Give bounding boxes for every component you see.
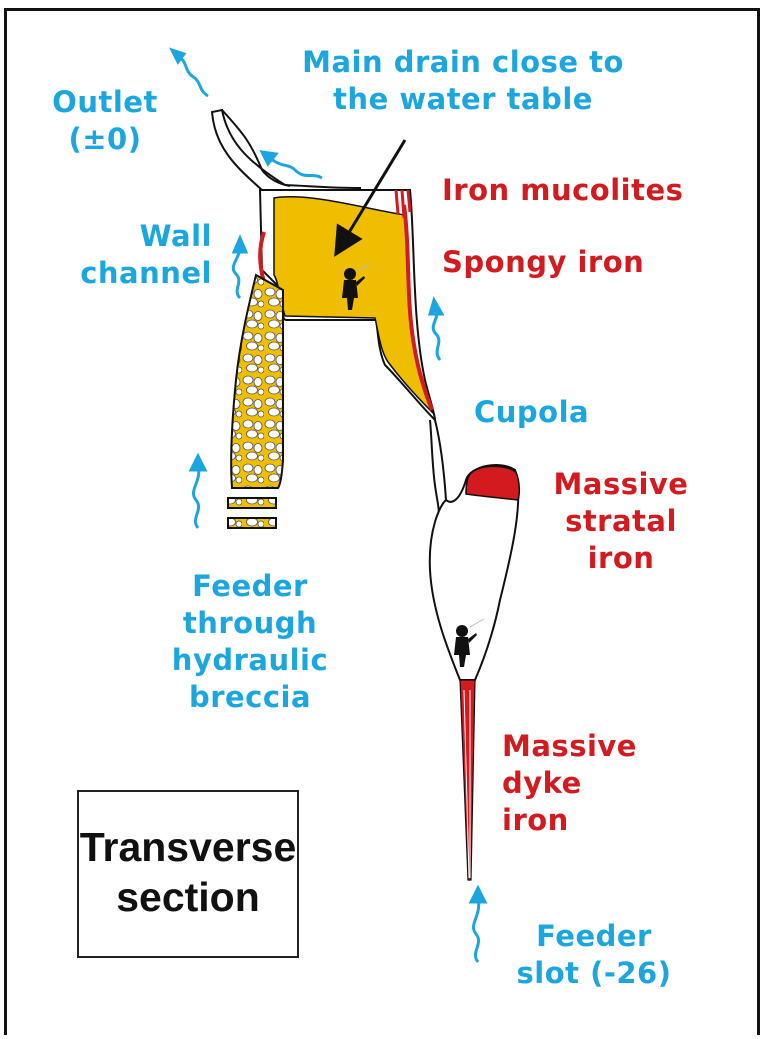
breccia-block-2 [228, 518, 276, 528]
label-wall-channel: Wall channel [50, 218, 212, 292]
label-spongy-iron: Spongy iron [442, 244, 644, 281]
label-massive-dyke-iron: Massive dyke iron [502, 728, 637, 839]
cupola-passage-left [435, 420, 446, 500]
label-massive-stratal-iron: Massive stratal iron [536, 466, 706, 577]
label-outlet: Outlet (±0) [40, 84, 170, 158]
label-feeder-slot: Feeder slot (-26) [494, 918, 694, 992]
legend-box: Transverse section [77, 790, 299, 958]
label-feeder-breccia: Feeder through hydraulic breccia [140, 568, 360, 716]
breccia-block-1 [228, 498, 276, 508]
label-main-drain: Main drain close to the water table [288, 44, 638, 118]
legend-title: Transverse section [79, 822, 297, 922]
label-iron-mucolites: Iron mucolites [442, 172, 683, 209]
dyke-iron-slot [460, 680, 475, 880]
label-cupola: Cupola [474, 394, 589, 431]
breccia-column [231, 275, 283, 488]
stratal-iron-cap [466, 466, 519, 500]
